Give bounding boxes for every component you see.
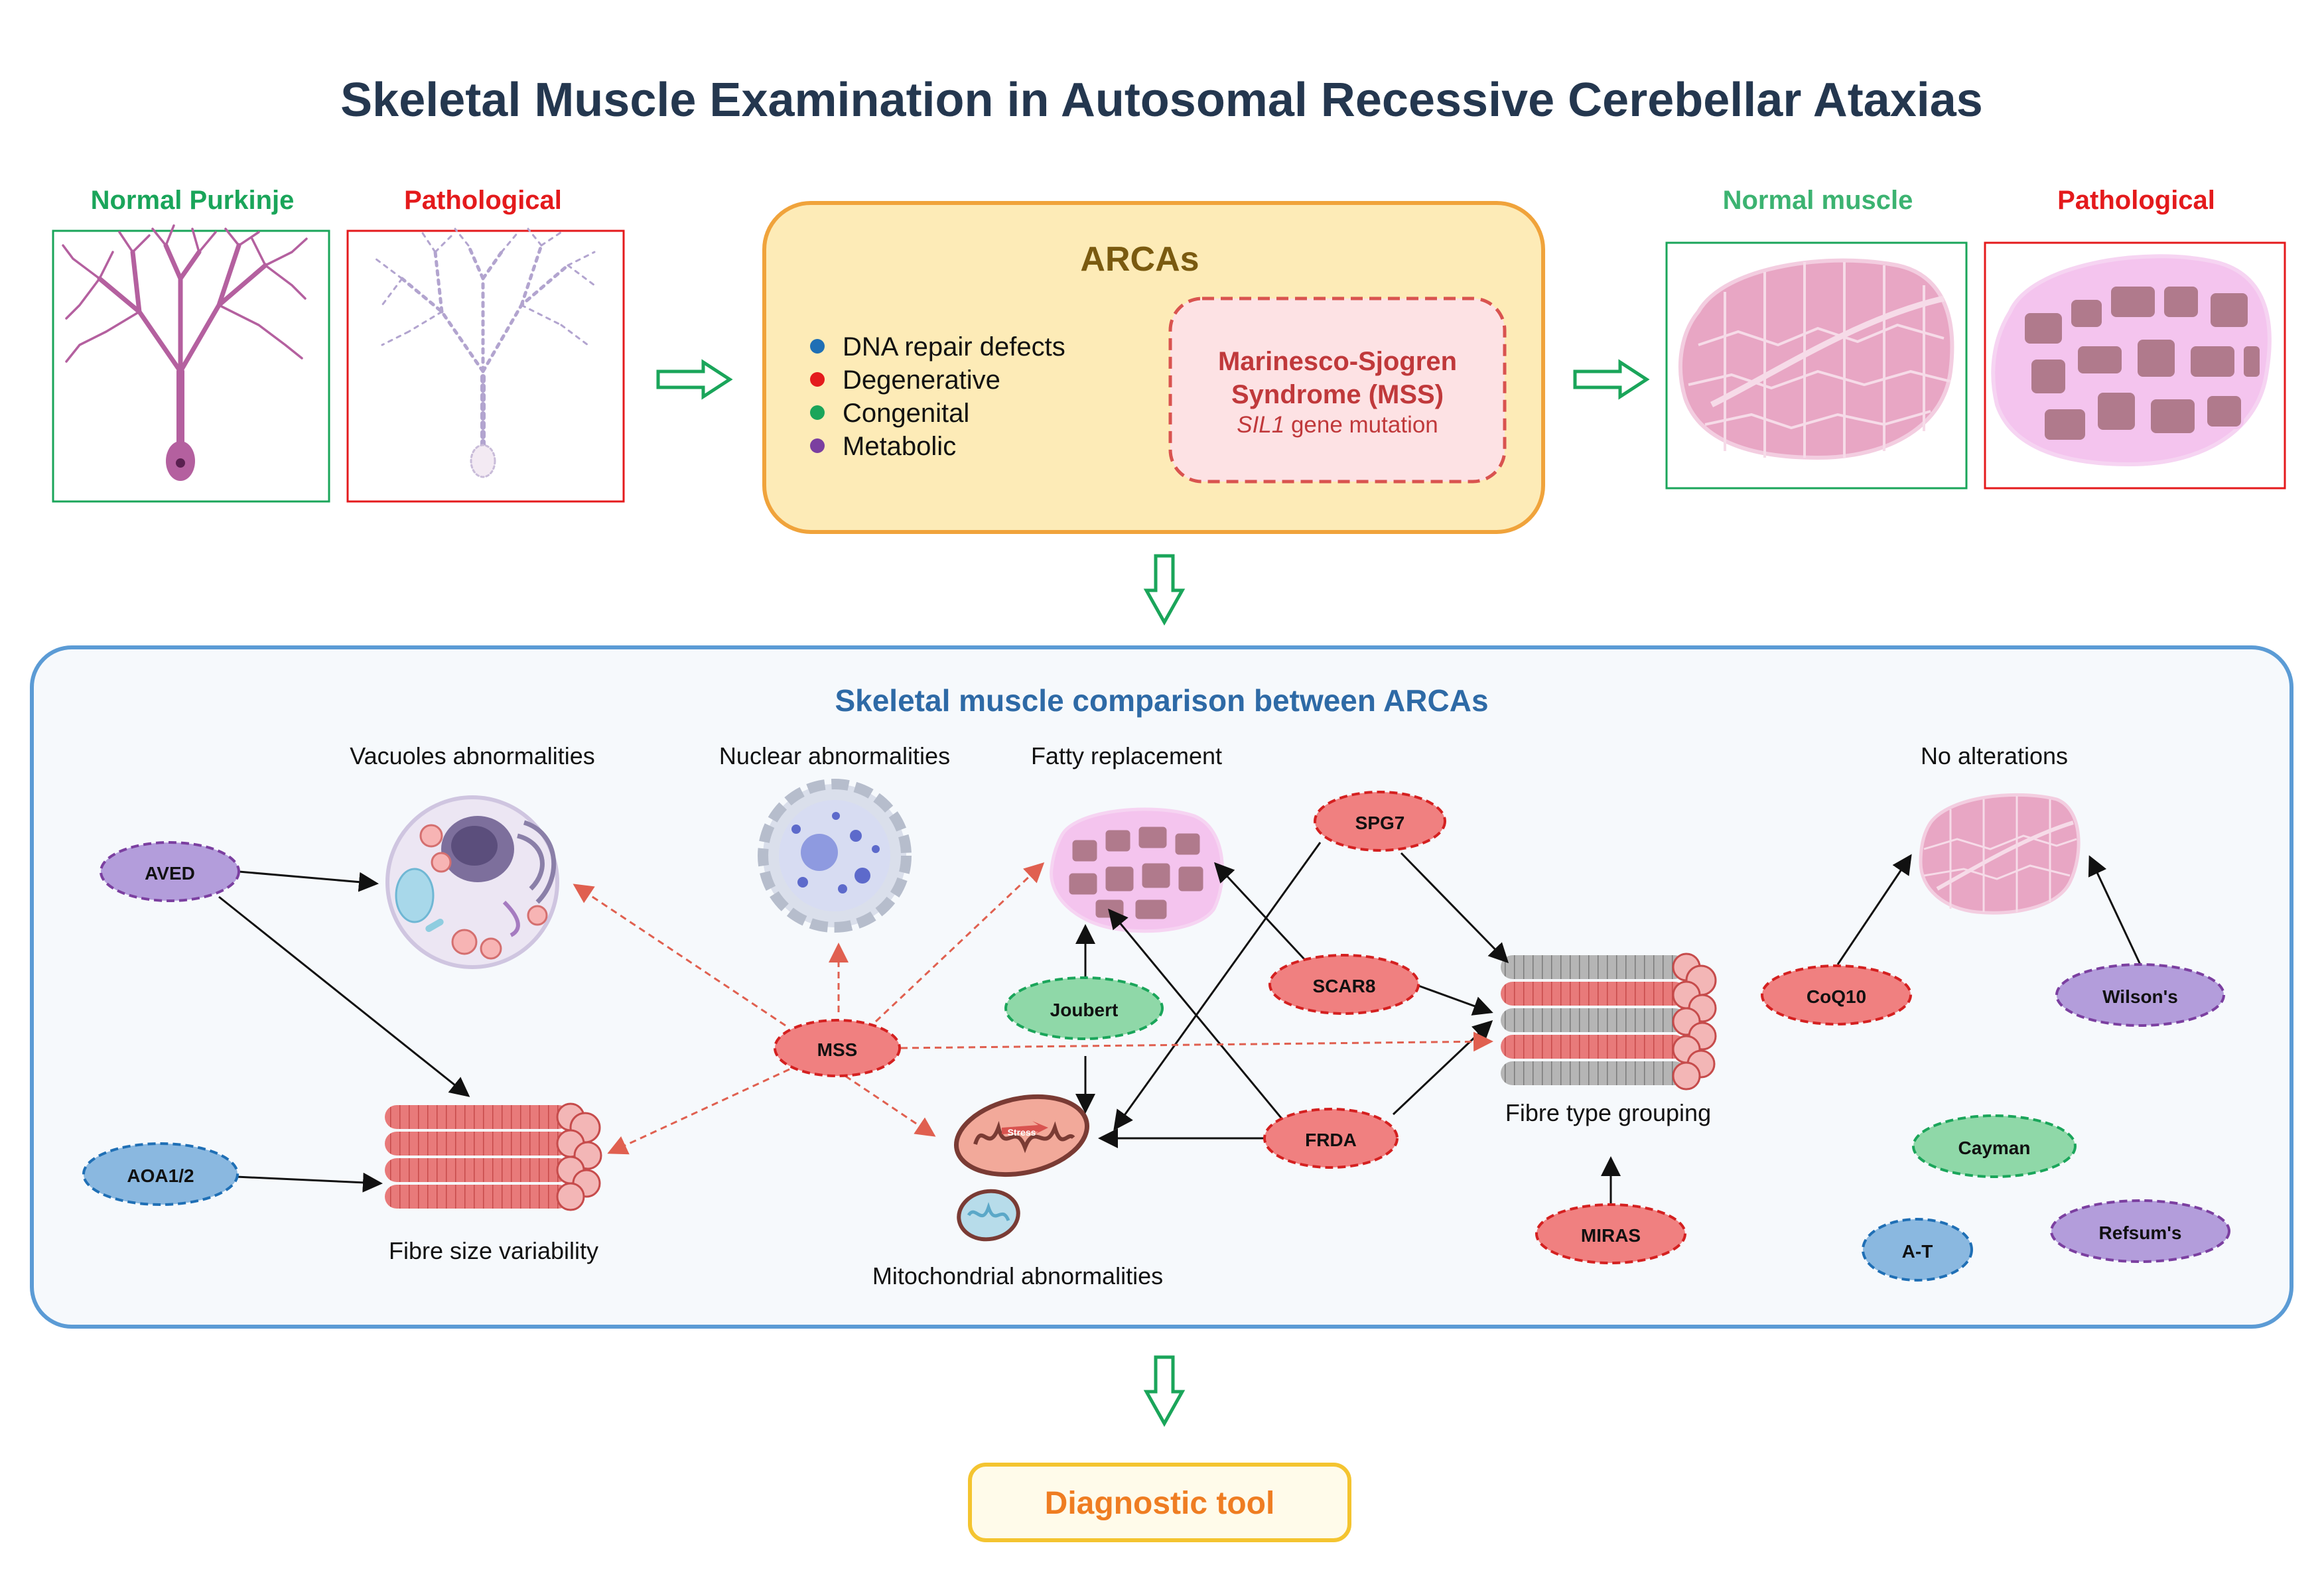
nucleus-icon <box>758 779 912 933</box>
pill-miras-label: MIRAS <box>1581 1225 1641 1246</box>
arcas-title: ARCAs <box>1080 240 1199 279</box>
pill-frda-label: FRDA <box>1305 1130 1357 1150</box>
arrow-down-to-diagnostic-icon <box>1143 1355 1186 1427</box>
mss-box-gene: SIL1 gene mutation <box>1237 412 1438 438</box>
mss-gene-rest: gene mutation <box>1284 412 1438 438</box>
category-degenerative: Degenerative <box>843 365 1000 395</box>
category-dot-metabolic <box>810 438 825 453</box>
normal-muscle-cross-section-icon <box>1678 258 1954 460</box>
pill-wilson-label: Wilson's <box>2102 986 2178 1007</box>
label-fibre-type: Fibre type grouping <box>1505 1099 1711 1126</box>
pill-cayman-label: Cayman <box>1958 1138 2031 1158</box>
diagnostic-tool-box <box>968 1463 1351 1542</box>
vacuole-cell-icon <box>385 795 559 969</box>
diagnostic-tool-label: Diagnostic tool <box>1045 1486 1275 1521</box>
fibre-type-grouping-icon <box>1501 953 1717 1091</box>
pill-aved[interactable]: AVED <box>100 841 240 902</box>
pathological-purkinje-label: Pathological <box>404 186 562 215</box>
normal-purkinje-label: Normal Purkinje <box>91 186 295 215</box>
label-no-alterations: No alterations <box>1921 742 2068 769</box>
pathological-muscle-label: Pathological <box>2057 186 2215 215</box>
label-nuclear: Nuclear abnormalities <box>719 742 950 769</box>
arcas-category-list: DNA repair defects Degenerative Congenit… <box>810 332 1065 461</box>
arrow-down-to-comparison-icon <box>1143 554 1186 626</box>
relationship-arrows <box>218 842 2142 1206</box>
label-vacuoles: Vacuoles abnormalities <box>350 742 595 769</box>
arrow-purkinje-to-arcas-icon <box>656 359 733 400</box>
normal-purkinje-neuron-icon <box>62 224 308 481</box>
pill-at-label: A-T <box>1902 1241 1933 1262</box>
arrow-arcas-to-muscle-icon <box>1573 359 1650 400</box>
category-dot-congenital <box>810 405 825 420</box>
mss-gene-name: SIL1 <box>1237 412 1284 438</box>
pill-mss[interactable]: MSS <box>774 1019 901 1077</box>
pill-cayman[interactable]: Cayman <box>1912 1114 2077 1178</box>
pathological-muscle-cross-section-icon <box>1991 254 2272 467</box>
label-fibre-size: Fibre size variability <box>389 1237 598 1264</box>
mitochondria-icon: Stress <box>953 1094 1090 1242</box>
no-alterations-muscle-icon <box>1919 793 2081 915</box>
category-congenital: Congenital <box>843 399 969 428</box>
pill-joubert-label: Joubert <box>1050 1000 1119 1020</box>
pill-spg7[interactable]: SPG7 <box>1314 791 1446 852</box>
pill-joubert[interactable]: Joubert <box>1004 976 1164 1040</box>
mss-box <box>1168 297 1507 484</box>
mss-box-line2: Syndrome (MSS) <box>1231 380 1444 409</box>
pill-spg7-label: SPG7 <box>1355 813 1405 833</box>
pill-at[interactable]: A-T <box>1862 1218 1973 1282</box>
pill-frda[interactable]: FRDA <box>1263 1108 1399 1169</box>
pill-coq10-label: CoQ10 <box>1807 986 1866 1007</box>
category-metabolic: Metabolic <box>843 432 956 461</box>
category-dot-dna <box>810 339 825 354</box>
pill-aved-label: AVED <box>145 863 195 884</box>
mss-box-line1: Marinesco-Sjogren <box>1218 347 1457 376</box>
pill-miras[interactable]: MIRAS <box>1535 1203 1686 1264</box>
page-title: Skeletal Muscle Examination in Autosomal… <box>340 74 1983 127</box>
pill-coq10[interactable]: CoQ10 <box>1761 964 1912 1026</box>
pill-wilson[interactable]: Wilson's <box>2055 963 2225 1027</box>
pill-refsum-label: Refsum's <box>2099 1223 2182 1243</box>
fibre-bundle-size-icon <box>385 1102 602 1211</box>
category-dna-repair: DNA repair defects <box>843 332 1065 362</box>
pill-scar8[interactable]: SCAR8 <box>1268 954 1420 1015</box>
pathological-purkinje-neuron-icon <box>374 228 596 478</box>
comparison-title: Skeletal muscle comparison between ARCAs <box>835 683 1488 718</box>
pill-aoa[interactable]: AOA1/2 <box>82 1142 239 1206</box>
category-dot-degenerative <box>810 372 825 387</box>
stress-label: Stress <box>1008 1127 1036 1138</box>
pill-scar8-label: SCAR8 <box>1313 976 1376 996</box>
pill-refsum[interactable]: Refsum's <box>2050 1199 2230 1263</box>
label-mitochondrial: Mitochondrial abnormalities <box>872 1262 1163 1290</box>
pill-aoa-label: AOA1/2 <box>127 1165 194 1186</box>
normal-muscle-label: Normal muscle <box>1723 186 1913 215</box>
pill-mss-label: MSS <box>817 1039 858 1060</box>
label-fatty: Fatty replacement <box>1031 742 1222 769</box>
fatty-muscle-icon <box>1050 807 1224 933</box>
